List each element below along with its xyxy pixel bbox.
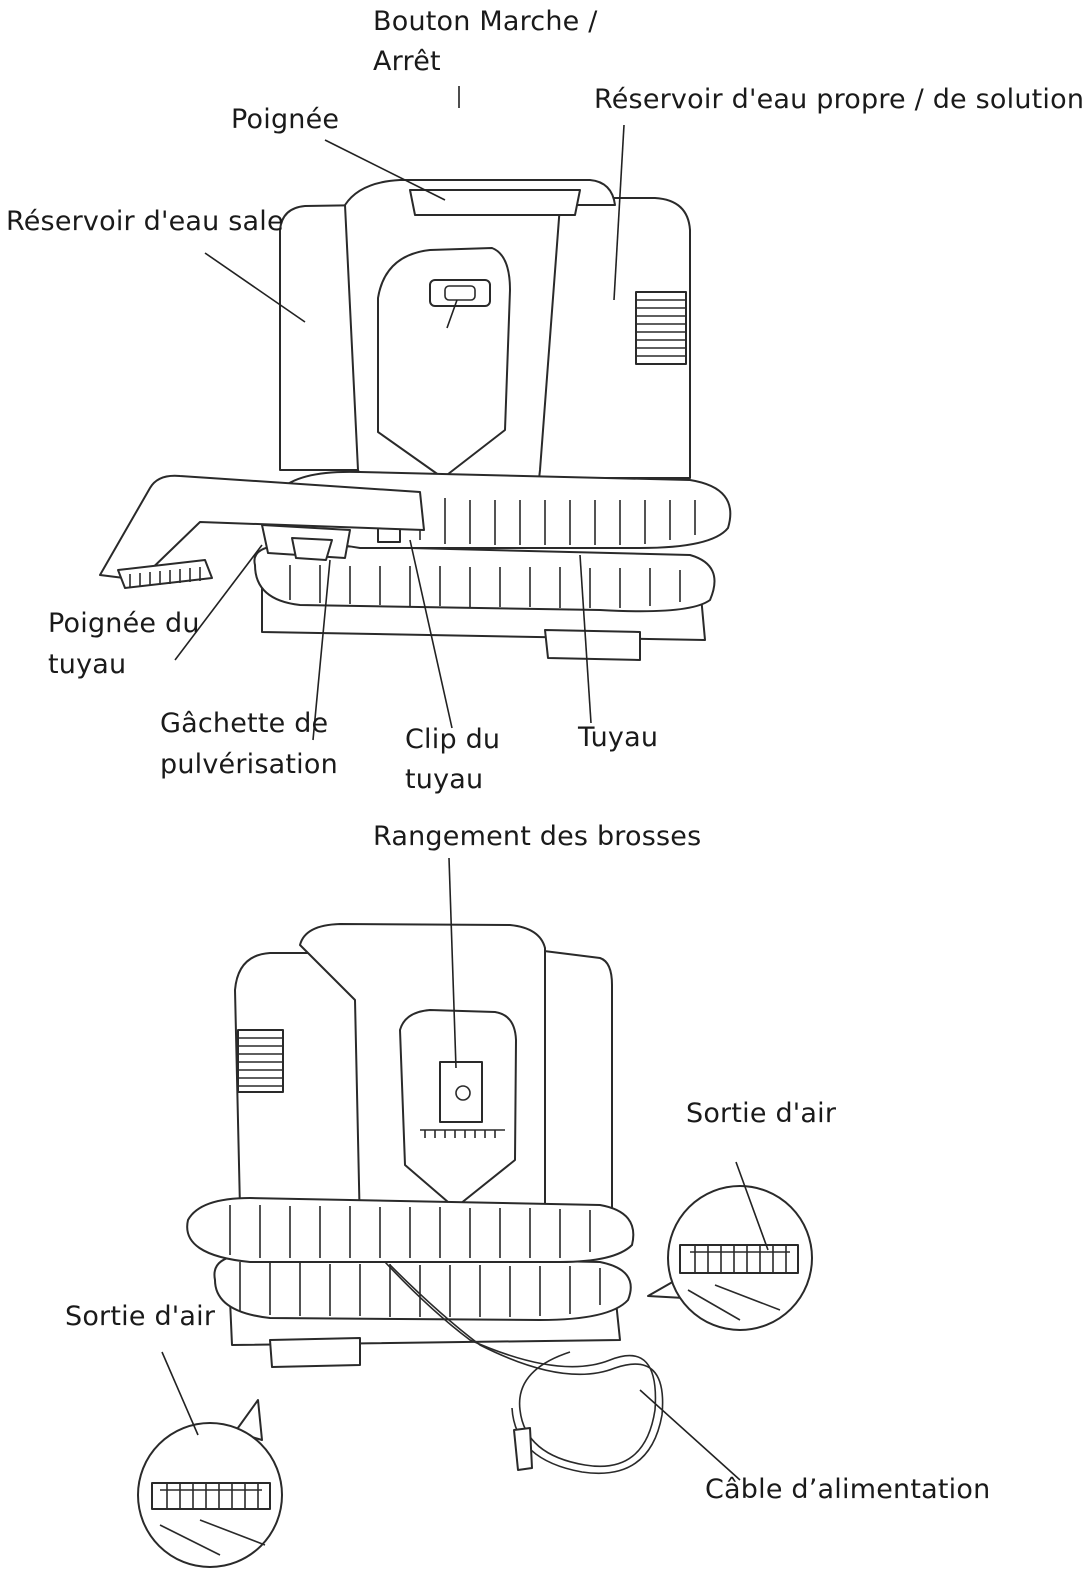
top-tool-bristles: [129, 567, 201, 588]
bottom-power-cable: [384, 1261, 657, 1467]
label-handle: Poignée: [231, 104, 340, 135]
label-spray-trigger-line2: pulvérisation: [160, 749, 338, 780]
label-spray-trigger-line1: Gâchette de: [160, 708, 329, 739]
leader-power-cable: [639, 1389, 741, 1481]
leader-dirty-tank: [204, 252, 306, 323]
leader-handle: [324, 139, 446, 201]
bottom-brush-teeth: [420, 1129, 505, 1138]
bottom-vent-grille: [237, 1029, 284, 1093]
label-air-outlet-left: Sortie d'air: [65, 1301, 216, 1332]
bottom-leader-lines: [161, 857, 769, 1481]
top-tool-brush: [117, 559, 213, 589]
bottom-power-cable-2: [389, 1264, 664, 1474]
leader-air-outlet-left: [161, 1351, 199, 1436]
bottom-hose-coil-lower: [213, 1254, 632, 1321]
top-spray-trigger: [291, 537, 333, 561]
leader-spray-trigger: [312, 559, 331, 741]
label-hose-clip-line2: tuyau: [405, 764, 484, 795]
bottom-base-foot: [269, 1337, 361, 1368]
bottom-power-plug: [513, 1427, 533, 1471]
label-hose-handle-line1: Poignée du: [48, 608, 200, 639]
leader-air-outlet-right: [735, 1161, 769, 1251]
top-vent-grille: [635, 291, 687, 365]
leader-brush-storage: [448, 857, 457, 1069]
bottom-hose-ribs-upper: [229, 1205, 591, 1258]
label-power-cable: Câble d’alimentation: [705, 1474, 991, 1505]
top-carry-handle: [409, 189, 581, 216]
leader-power-button: [446, 86, 460, 329]
label-hose-clip-line1: Clip du: [405, 724, 501, 755]
top-hose-ribs-lower: [289, 565, 681, 608]
right-air-outlet-zoom: [647, 1185, 813, 1331]
label-hose: Tuyau: [578, 722, 659, 753]
leader-hose-clip: [409, 539, 453, 729]
top-base-foot: [544, 629, 641, 661]
top-power-switch: [444, 285, 476, 301]
label-air-outlet-right: Sortie d'air: [686, 1098, 837, 1129]
top-power-button: [429, 279, 491, 307]
leader-clean-tank: [613, 124, 625, 301]
leader-hose-handle: [174, 544, 263, 661]
bottom-hose-ribs-lower: [239, 1262, 601, 1317]
label-clean-tank: Réservoir d'eau propre / de solution: [594, 84, 1085, 115]
label-power-button-line1: Bouton Marche /: [373, 6, 598, 37]
label-power-button-line2: Arrêt: [373, 46, 441, 77]
top-cleaner-drawing: [99, 179, 732, 661]
top-leader-lines: [174, 86, 625, 741]
leader-hose: [579, 554, 592, 724]
label-brush-storage: Rangement des brosses: [373, 821, 702, 852]
left-air-outlet-zoom: [137, 1399, 283, 1568]
bottom-cleaner-drawing: [137, 923, 813, 1568]
label-hose-handle-line2: tuyau: [48, 649, 127, 680]
bottom-screw: [455, 1085, 471, 1101]
label-dirty-tank: Réservoir d'eau sale: [6, 206, 284, 237]
top-hand-tool: [99, 474, 425, 581]
bottom-brush-clip: [439, 1061, 483, 1123]
